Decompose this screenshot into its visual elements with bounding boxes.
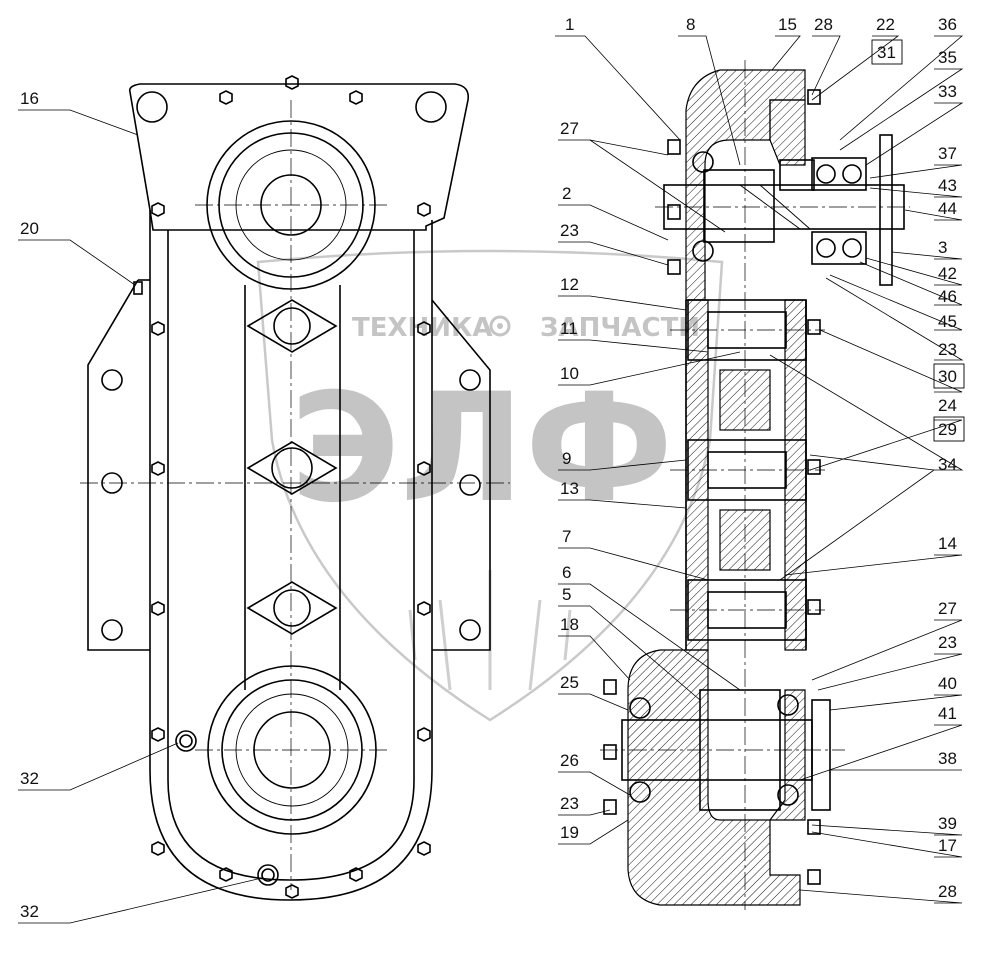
- callout-label: 2: [562, 184, 571, 203]
- callout-label: 22: [876, 15, 895, 34]
- callout-label: 17: [938, 836, 957, 855]
- callout-label: 36: [938, 15, 957, 34]
- center-housing-left: [685, 299, 709, 651]
- drain-plug-2: [257, 864, 279, 886]
- casing-outline: [149, 210, 433, 901]
- callout-label: 5: [562, 585, 571, 604]
- callout-label: 20: [20, 219, 39, 238]
- callout-label: 1: [565, 15, 574, 34]
- callout-label: 7: [562, 527, 571, 546]
- callout-label: 24: [938, 396, 957, 415]
- callout-label: 15: [778, 15, 797, 34]
- callout-label: 29: [938, 420, 957, 439]
- flange-hole-left: [136, 91, 168, 123]
- cover-2: [246, 441, 338, 495]
- callout-label: 32: [20, 769, 39, 788]
- callout-label: 11: [560, 319, 578, 338]
- bracket-left: [87, 279, 150, 651]
- callout-label: 35: [938, 48, 957, 67]
- callout-label: 44: [938, 199, 957, 218]
- bearing-33: [811, 157, 867, 191]
- callout-label: 37: [938, 144, 957, 163]
- callout-label: 33: [938, 82, 957, 101]
- callout-label: 34: [938, 455, 957, 474]
- front-view: [80, 75, 510, 901]
- callout-label: 19: [560, 823, 579, 842]
- flange-38: [811, 699, 831, 811]
- callout-label: 45: [938, 312, 957, 331]
- top-flange: [128, 83, 470, 231]
- flange-3: [879, 134, 893, 286]
- callout-label: 40: [938, 674, 957, 693]
- callout-label: 13: [560, 479, 579, 498]
- casing-bolts: [151, 75, 431, 899]
- callout-label: 3: [938, 238, 947, 257]
- cover-1: [246, 299, 338, 353]
- callout-label: 27: [560, 119, 579, 138]
- center-housing-right: [784, 299, 807, 651]
- drain-plug-1: [175, 730, 197, 752]
- callout-label: 38: [938, 749, 957, 768]
- callout-label: 28: [938, 882, 957, 901]
- casing-inner: [167, 230, 415, 881]
- callout-label: 41: [938, 704, 957, 723]
- lower-housing: [627, 649, 801, 906]
- callout-label: 16: [20, 89, 39, 108]
- watermark: ТЕХНИКА ЗАПЧАСТИ ЭЛФ: [256, 249, 724, 722]
- bracket-right: [431, 299, 491, 651]
- callout-label: 43: [938, 176, 957, 195]
- callout-label: 31: [877, 43, 896, 62]
- callout-labels: 16 20 32 32 1 8 15 28 22 31 36 35 33 27 …: [20, 15, 957, 921]
- watermark-company-left: ТЕХНИКА: [352, 313, 492, 343]
- callout-label: 42: [938, 264, 957, 283]
- callout-label: 46: [938, 287, 957, 306]
- callout-label: 30: [938, 367, 957, 386]
- callout-label: 25: [560, 673, 579, 692]
- leader-lines: [18, 35, 965, 924]
- watermark-shield: [256, 249, 724, 722]
- callout-label: 23: [560, 221, 579, 240]
- callout-label: 23: [938, 340, 957, 359]
- fitting-20: [133, 281, 143, 295]
- callout-label: 6: [562, 563, 571, 582]
- watermark-company-right: ЗАПЧАСТИ: [540, 313, 700, 343]
- watermark-monogram: ЭЛФ: [290, 362, 673, 536]
- callout-label: 23: [938, 633, 957, 652]
- gear-icon: [489, 315, 511, 337]
- callout-label: 23: [560, 794, 579, 813]
- section-view: [600, 60, 910, 910]
- callout-label: 26: [560, 751, 579, 770]
- callout-label: 14: [938, 534, 957, 553]
- callout-label: 9: [562, 449, 571, 468]
- callout-label: 12: [560, 275, 579, 294]
- cover-3: [246, 581, 338, 635]
- callout-label: 39: [938, 814, 957, 833]
- flange-hole-right: [415, 91, 447, 123]
- callout-label: 8: [686, 15, 695, 34]
- callout-label: 32: [20, 902, 39, 921]
- callout-label: 10: [560, 364, 579, 383]
- callout-label: 27: [938, 599, 957, 618]
- callout-label: 28: [814, 15, 833, 34]
- callout-label: 18: [560, 615, 579, 634]
